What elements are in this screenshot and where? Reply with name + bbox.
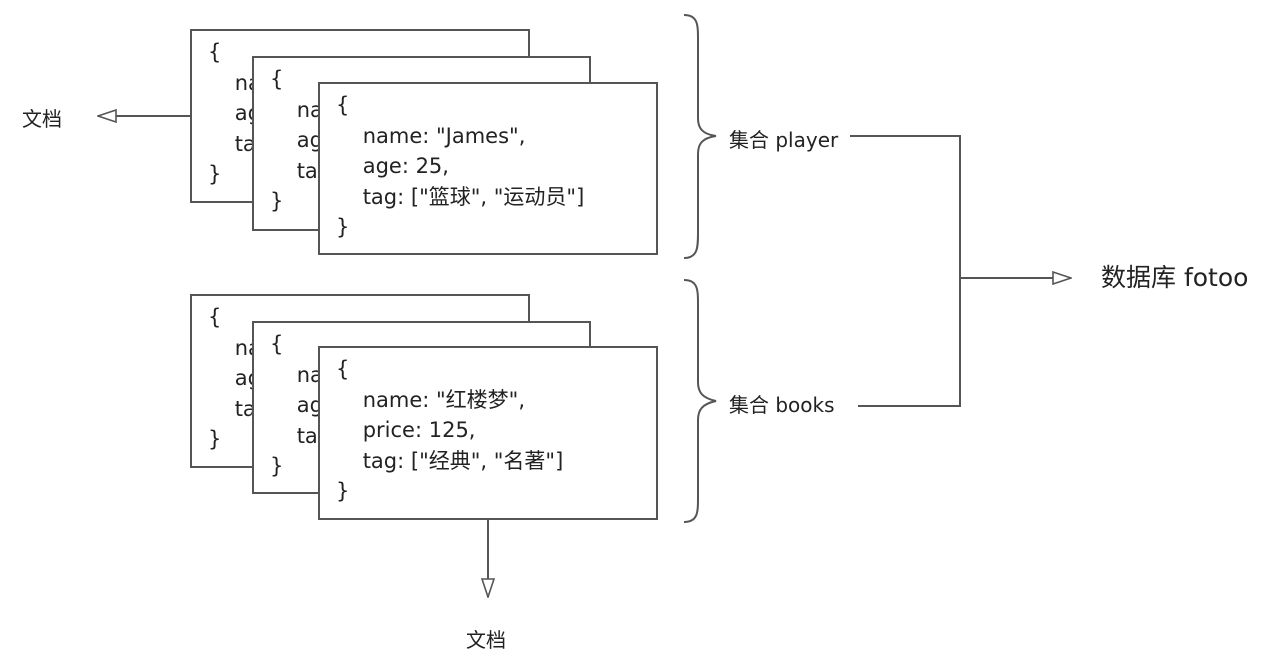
json-line: { <box>336 357 350 381</box>
json-line: age: 25, <box>336 154 449 178</box>
json-line: } <box>208 162 222 186</box>
json-line: { <box>336 93 350 117</box>
json-line: { <box>270 67 284 91</box>
json-line: tag: ["篮球", "运动员"] <box>336 184 585 209</box>
player-brace <box>683 14 717 259</box>
json-line: price: 125, <box>336 418 476 442</box>
json-line: } <box>270 454 284 478</box>
json-line: name: "红楼梦", <box>336 387 525 412</box>
player-doc-card-front: { name: "James", age: 25, tag: ["篮球", "运… <box>318 82 658 255</box>
doc-label-left: 文档 <box>22 107 62 131</box>
books-doc-front-text: { name: "红楼梦", price: 125, tag: ["经典", "… <box>336 354 563 507</box>
doc-label-bottom: 文档 <box>466 628 506 652</box>
books-connector <box>858 278 961 407</box>
books-doc-card-front: { name: "红楼梦", price: 125, tag: ["经典", "… <box>318 346 658 520</box>
json-line: } <box>208 427 222 451</box>
json-line: } <box>336 215 350 239</box>
database-label: 数据库 fotoo <box>1101 263 1249 292</box>
books-brace <box>683 279 717 523</box>
json-line: name: "James", <box>336 123 526 148</box>
collection-books-label: 集合 books <box>729 393 835 417</box>
json-line: { <box>270 332 284 356</box>
json-line: tag: ["经典", "名著"] <box>336 448 564 473</box>
json-line: } <box>336 479 350 503</box>
player-doc-front-text: { name: "James", age: 25, tag: ["篮球", "运… <box>336 90 584 243</box>
collection-player-label: 集合 player <box>729 128 839 152</box>
json-line: { <box>208 305 222 329</box>
player-connector <box>850 135 961 278</box>
json-line: { <box>208 40 222 64</box>
json-line: } <box>270 189 284 213</box>
